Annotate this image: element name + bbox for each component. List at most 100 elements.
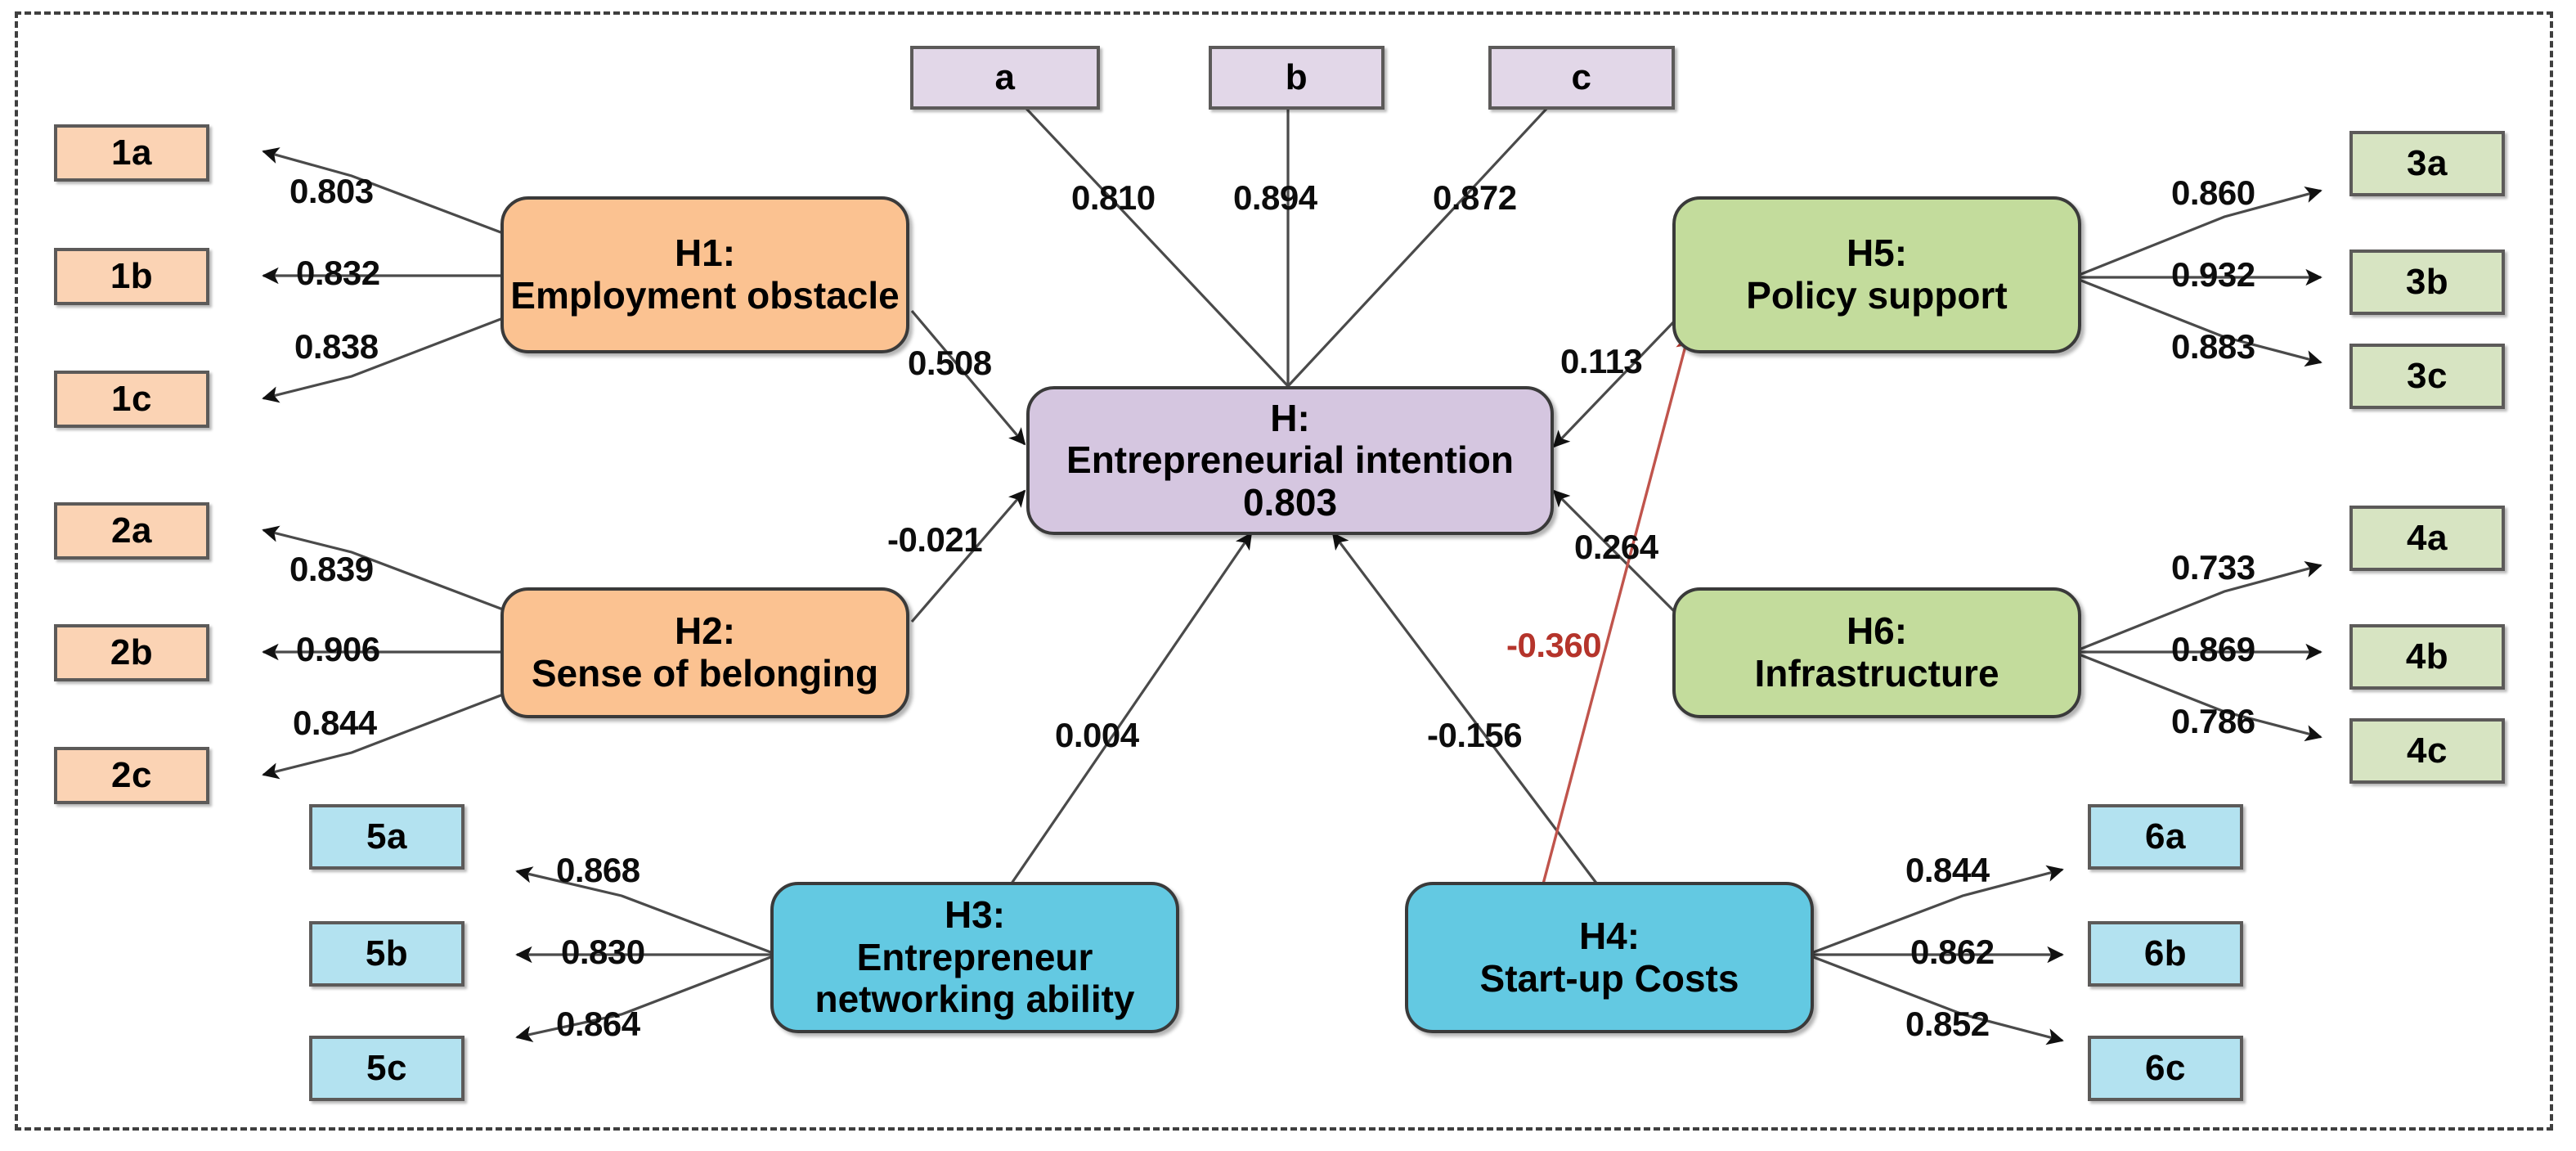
indicator-3b-label: 3b [2405,262,2449,302]
indicator-5a-label: 5a [366,816,407,857]
indicator-b-label: b [1285,57,1308,97]
edge-h3-to-h [1004,532,1253,892]
loading-label-h4-6a: 0.844 [1905,851,1990,889]
construct-h5[interactable]: H5: Policy support [1672,196,2081,353]
indicator-5a[interactable]: 5a [309,804,464,870]
indicator-5b[interactable]: 5b [309,921,464,987]
construct-h5-name: Policy support [1746,274,2008,317]
loading-label-h1-1a: 0.803 [289,172,374,210]
indicator-5b-label: 5b [365,933,409,973]
loading-label-h4-6c: 0.852 [1905,1005,1990,1043]
indicator-1c-label: 1c [111,379,152,419]
indicator-a[interactable]: a [910,46,1100,110]
edge-h1-1a [262,147,504,235]
loading-label-h2-2c: 0.844 [293,704,377,742]
construct-h-entrepreneurial-intention[interactable]: H: Entrepreneurial intention 0.803 [1026,386,1554,535]
loading-label-h6-4b: 0.869 [2171,630,2255,668]
construct-h1[interactable]: H1: Employment obstacle [500,196,909,353]
loading-label-h2-2b: 0.906 [296,630,380,668]
indicator-6c[interactable]: 6c [2088,1036,2243,1101]
edge-h2-to-h [910,489,1026,623]
path-label-h1-to-h: 0.508 [908,344,992,382]
indicator-4b-label: 4b [2405,636,2449,677]
indicator-1c[interactable]: 1c [54,371,209,428]
construct-h4[interactable]: H4: Start-up Costs [1405,882,1814,1033]
indicator-6a-label: 6a [2145,816,2186,857]
construct-h-name: Entrepreneurial intention [1066,438,1514,482]
diagram-dashed-frame [15,11,2553,1131]
construct-h3-name-line2: networking ability [815,978,1135,1021]
indicator-4c-label: 4c [2407,731,2448,771]
indicator-5c[interactable]: 5c [309,1036,464,1101]
loading-label-h5-3c: 0.883 [2171,327,2255,366]
construct-h6[interactable]: H6: Infrastructure [1672,587,2081,718]
edge-h-c [1286,82,1572,388]
construct-h1-code: H1: [674,232,736,275]
edge-h4-to-h5-negative [1540,332,1694,891]
edge-h3-5c [515,955,774,1043]
edge-h5-3a [2076,186,2322,277]
construct-h-code: H: [1270,396,1310,439]
indicator-2a[interactable]: 2a [54,502,209,560]
edge-h2-2c [262,693,504,780]
path-label-h6-to-h: 0.264 [1574,528,1658,566]
indicator-4b[interactable]: 4b [2349,624,2505,690]
indicator-3b[interactable]: 3b [2349,250,2505,315]
path-label-h4-to-h: -0.156 [1427,716,1523,754]
construct-h4-code: H4: [1578,914,1640,957]
indicator-3a[interactable]: 3a [2349,131,2505,196]
loading-label-h1-1c: 0.838 [294,327,379,366]
indicator-a-label: a [994,57,1016,97]
edge-h1-1c [262,317,504,403]
indicator-1b-label: 1b [110,256,154,296]
indicator-6b-label: 6b [2143,933,2188,973]
edge-h4-to-h [1331,532,1604,892]
edge-h1-to-h [910,309,1026,446]
construct-h6-code: H6: [1846,609,1908,653]
edge-h5-3c [2076,277,2322,367]
construct-h2-name: Sense of belonging [531,652,879,695]
construct-h3[interactable]: H3: Entrepreneur networking ability [770,882,1179,1033]
path-label-h2-to-h: -0.021 [887,520,983,559]
indicator-c[interactable]: c [1488,46,1675,110]
edge-h4-6a [1811,865,2064,955]
construct-h1-name: Employment obstacle [510,274,900,317]
loading-label-h-a: 0.810 [1071,178,1156,217]
construct-h3-code: H3: [944,893,1006,937]
indicator-1a-label: 1a [111,133,152,173]
indicator-6b[interactable]: 6b [2088,921,2243,987]
indicator-5c-label: 5c [366,1048,407,1088]
edge-h6-4a [2076,560,2322,652]
indicator-6a[interactable]: 6a [2088,804,2243,870]
edge-h3-5a [515,866,774,955]
indicator-b[interactable]: b [1209,46,1384,110]
edge-h-a [1001,82,1290,388]
construct-h6-name: Infrastructure [1754,652,1999,695]
construct-h2[interactable]: H2: Sense of belonging [500,587,909,718]
indicator-2c[interactable]: 2c [54,747,209,804]
loading-label-h3-5c: 0.864 [556,1005,640,1043]
loading-label-h4-6b: 0.862 [1910,933,1995,971]
construct-h2-code: H2: [674,609,736,653]
loading-label-h-b: 0.894 [1233,178,1317,217]
indicator-3c[interactable]: 3c [2349,344,2505,409]
indicator-1b[interactable]: 1b [54,248,209,305]
loading-label-h3-5b: 0.830 [561,933,645,971]
indicator-2b[interactable]: 2b [54,624,209,681]
construct-h-r-squared: 0.803 [1242,480,1338,524]
construct-h3-name-line1: Entrepreneur [856,935,1093,978]
edge-h2-2a [262,525,504,611]
indicator-3c-label: 3c [2407,356,2448,396]
indicator-4c[interactable]: 4c [2349,718,2505,784]
indicator-2b-label: 2b [110,632,154,672]
edge-h4-6c [1811,955,2064,1045]
indicator-4a-label: 4a [2407,518,2448,558]
loading-label-h6-4c: 0.786 [2171,702,2255,740]
loading-label-h5-3a: 0.860 [2171,173,2255,212]
construct-h5-code: H5: [1846,232,1908,275]
edge-h6-to-h [1552,489,1676,614]
indicator-4a[interactable]: 4a [2349,506,2505,571]
construct-h4-name: Start-up Costs [1479,956,1739,1000]
indicator-1a[interactable]: 1a [54,124,209,182]
